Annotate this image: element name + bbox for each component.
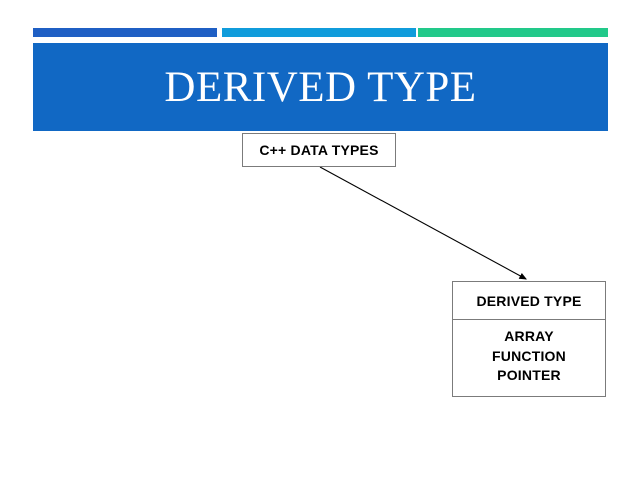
accent-segment-blue-dark bbox=[33, 28, 217, 37]
derived-node-item-pointer: POINTER bbox=[497, 367, 561, 384]
derived-node-box[interactable]: DERIVED TYPE ARRAY FUNCTION POINTER bbox=[452, 281, 606, 397]
slide-title-block: DERIVED TYPE bbox=[33, 43, 608, 131]
page-title: DERIVED TYPE bbox=[164, 63, 477, 111]
connector-arrow bbox=[319, 166, 527, 280]
derived-node-header-label: DERIVED TYPE bbox=[476, 292, 582, 309]
accent-segment-blue-light bbox=[222, 28, 416, 37]
derived-node-item-function: FUNCTION bbox=[492, 347, 566, 364]
root-node-label: C++ DATA TYPES bbox=[259, 142, 379, 158]
derived-node-body: ARRAY FUNCTION POINTER bbox=[453, 320, 605, 396]
root-node-box[interactable]: C++ DATA TYPES bbox=[242, 133, 396, 167]
derived-node-item-array: ARRAY bbox=[504, 328, 554, 345]
header-accent-bar bbox=[33, 28, 608, 37]
derived-node-header: DERIVED TYPE bbox=[453, 282, 605, 320]
accent-segment-green bbox=[418, 28, 608, 37]
